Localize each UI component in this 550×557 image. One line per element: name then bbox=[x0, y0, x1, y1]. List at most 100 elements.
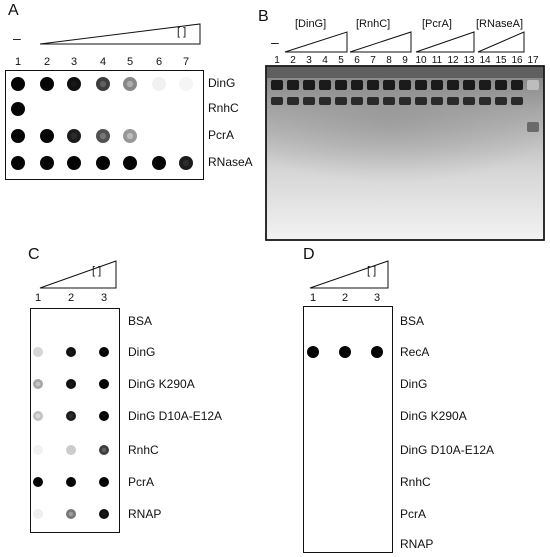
lane-label: 12 bbox=[447, 55, 459, 66]
lane-label: 6 bbox=[155, 56, 163, 68]
gel-band bbox=[271, 97, 283, 105]
panel-a-letter: A bbox=[8, 2, 19, 19]
lane-label: 9 bbox=[402, 55, 408, 66]
gel-band bbox=[303, 80, 315, 90]
lane-label: 13 bbox=[463, 55, 475, 66]
gel-band bbox=[335, 97, 347, 105]
panel-c-row-label: DinG bbox=[128, 345, 156, 359]
gel-band bbox=[287, 97, 299, 105]
gel-band bbox=[463, 97, 475, 105]
panel-d-row-label: RecA bbox=[400, 345, 430, 359]
lane-label: 2 bbox=[43, 56, 51, 68]
gel-band bbox=[463, 80, 475, 90]
lane-label: 5 bbox=[338, 55, 344, 66]
panel-d-row-label: DinG bbox=[400, 377, 428, 391]
gel-band bbox=[479, 97, 491, 105]
panel-b-letter: B bbox=[258, 8, 269, 25]
group-label: [DinG] bbox=[295, 18, 327, 30]
panel-d-row-label: RNAP bbox=[400, 537, 434, 551]
panel-d-row-label: PcrA bbox=[400, 507, 427, 521]
panel-c-row-label: BSA bbox=[128, 314, 153, 328]
gel-band bbox=[415, 80, 427, 90]
gel-band bbox=[383, 97, 395, 105]
lane-label: 7 bbox=[182, 56, 190, 68]
panel-c-row-label: DinG K290A bbox=[128, 377, 195, 391]
lane-label: 1 bbox=[14, 56, 22, 68]
panel-a-membrane bbox=[5, 70, 204, 180]
gel-band bbox=[511, 97, 523, 105]
panel-d-row-label: DinG D10A-E12A bbox=[400, 443, 495, 457]
panel-d-row-label: DinG K290A bbox=[400, 409, 467, 423]
panel-c-letter: C bbox=[28, 246, 40, 263]
lane-label: 4 bbox=[322, 55, 328, 66]
lane-label: 16 bbox=[511, 55, 523, 66]
lane-label: 1 bbox=[309, 292, 317, 304]
gel-band bbox=[271, 80, 283, 90]
panel-c-membrane bbox=[30, 308, 120, 533]
lane-label: 11 bbox=[431, 55, 443, 66]
gel-band bbox=[447, 80, 459, 90]
gel-band bbox=[415, 97, 427, 105]
panel-d-letter: D bbox=[303, 246, 315, 263]
gel-band bbox=[399, 80, 411, 90]
gel-band bbox=[319, 97, 331, 105]
lane-label: 10 bbox=[415, 55, 427, 66]
gel-band bbox=[495, 97, 507, 105]
panel-c-row-label: RnhC bbox=[128, 443, 159, 457]
gel-band bbox=[399, 97, 411, 105]
panel-d-membrane bbox=[303, 306, 393, 553]
gel-band bbox=[447, 97, 459, 105]
gel-band bbox=[351, 80, 363, 90]
lane-label: 15 bbox=[495, 55, 507, 66]
panel-d-row-label: BSA bbox=[400, 314, 425, 328]
panel-a-row-label: RNaseA bbox=[208, 155, 253, 169]
panel-d-bracket: [ ] bbox=[367, 265, 377, 277]
panel-c-row-label: PcrA bbox=[128, 475, 155, 489]
lane-label: 2 bbox=[341, 292, 349, 304]
gel-band bbox=[431, 97, 443, 105]
lane-label: 3 bbox=[100, 292, 108, 304]
panel-b-minus: – bbox=[271, 34, 279, 50]
gel-band bbox=[527, 80, 539, 90]
panel-a-bracket: [ ] bbox=[177, 26, 187, 38]
group-label: [PcrA] bbox=[422, 18, 452, 30]
lane-label: 6 bbox=[354, 55, 360, 66]
gel-band bbox=[367, 80, 379, 90]
gel-bands bbox=[271, 80, 539, 132]
lane-label: 1 bbox=[34, 292, 42, 304]
gel-band bbox=[383, 80, 395, 90]
lane-label: 5 bbox=[126, 56, 134, 68]
gel-band bbox=[495, 80, 507, 90]
panel-c-bracket: [ ] bbox=[92, 265, 102, 277]
lane-label: 2 bbox=[290, 55, 296, 66]
lane-label: 8 bbox=[386, 55, 392, 66]
gel-band bbox=[351, 97, 363, 105]
group-label: [RNaseA] bbox=[476, 18, 524, 30]
lane-label: 4 bbox=[99, 56, 107, 68]
panel-c-row-label: DinG D10A-E12A bbox=[128, 409, 223, 423]
gel-band bbox=[319, 80, 331, 90]
gel-band bbox=[431, 80, 443, 90]
gel-band bbox=[511, 80, 523, 90]
gel-band bbox=[527, 122, 539, 132]
panel-a-row-label: RnhC bbox=[208, 101, 239, 115]
lane-label: 2 bbox=[67, 292, 75, 304]
lane-label: 1 bbox=[274, 55, 280, 66]
group-label: [RnhC] bbox=[356, 18, 391, 30]
gel-band bbox=[335, 80, 347, 90]
lane-label: 3 bbox=[306, 55, 312, 66]
panel-c-row-label: RNAP bbox=[128, 507, 162, 521]
gel-band bbox=[303, 97, 315, 105]
gel-band bbox=[367, 97, 379, 105]
gel-background bbox=[265, 65, 545, 241]
panel-d-row-label: RnhC bbox=[400, 475, 431, 489]
gel-band bbox=[287, 80, 299, 90]
panel-a-row-label: DinG bbox=[208, 76, 236, 90]
lane-label: 14 bbox=[479, 55, 491, 66]
gel-band bbox=[479, 80, 491, 90]
lane-label: 3 bbox=[70, 56, 78, 68]
panel-a-row-label: PcrA bbox=[208, 128, 235, 142]
lane-label: 17 bbox=[527, 55, 539, 66]
lane-label: 3 bbox=[373, 292, 381, 304]
lane-label: 7 bbox=[370, 55, 376, 66]
